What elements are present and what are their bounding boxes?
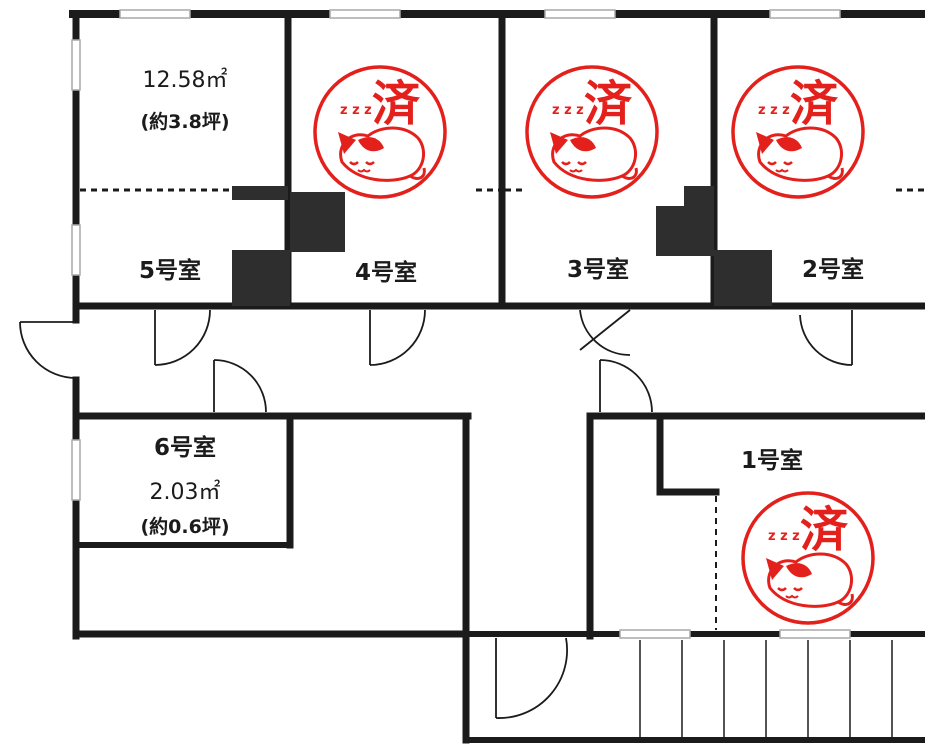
stamp-room4: 済 z z z (313, 65, 447, 199)
room5-area: 12.58㎡ (143, 67, 228, 93)
room2-label: 2号室 (802, 256, 864, 283)
stamp-room1: 済 z z z (741, 491, 875, 625)
doors (19, 309, 853, 719)
room-labels: 12.58㎡ (約3.8坪) 5号室 4号室 3号室 2号室 1号室 6号室 2… (139, 67, 864, 538)
stamp-room3: 済 z z z (525, 65, 659, 199)
room6-tsubo: (約0.6坪) (140, 515, 229, 538)
stamp-char: 済 (800, 502, 849, 558)
room6-area: 2.03㎡ (150, 479, 221, 505)
room4-label: 4号室 (355, 259, 417, 286)
room3-label: 3号室 (567, 256, 629, 283)
room5-label: 5号室 (139, 257, 201, 284)
stamp-char: 済 (790, 76, 839, 132)
stairs (639, 640, 893, 740)
zzz-mark: z z z (552, 103, 584, 118)
walls (69, 10, 925, 744)
zzz-mark: z z z (768, 529, 800, 544)
windows (71, 9, 851, 639)
stamp-char: 済 (584, 76, 633, 132)
closet-fixtures (232, 186, 772, 306)
zzz-mark: z z z (340, 103, 372, 118)
dashed-dividers (80, 188, 925, 630)
zzz-mark: z z z (758, 103, 790, 118)
room5-tsubo: (約3.8坪) (140, 110, 229, 133)
stamp-room2: 済 z z z (731, 65, 865, 199)
room6-label: 6号室 (154, 434, 216, 461)
stamp-char: 済 (372, 76, 421, 132)
room1-label: 1号室 (741, 447, 803, 474)
